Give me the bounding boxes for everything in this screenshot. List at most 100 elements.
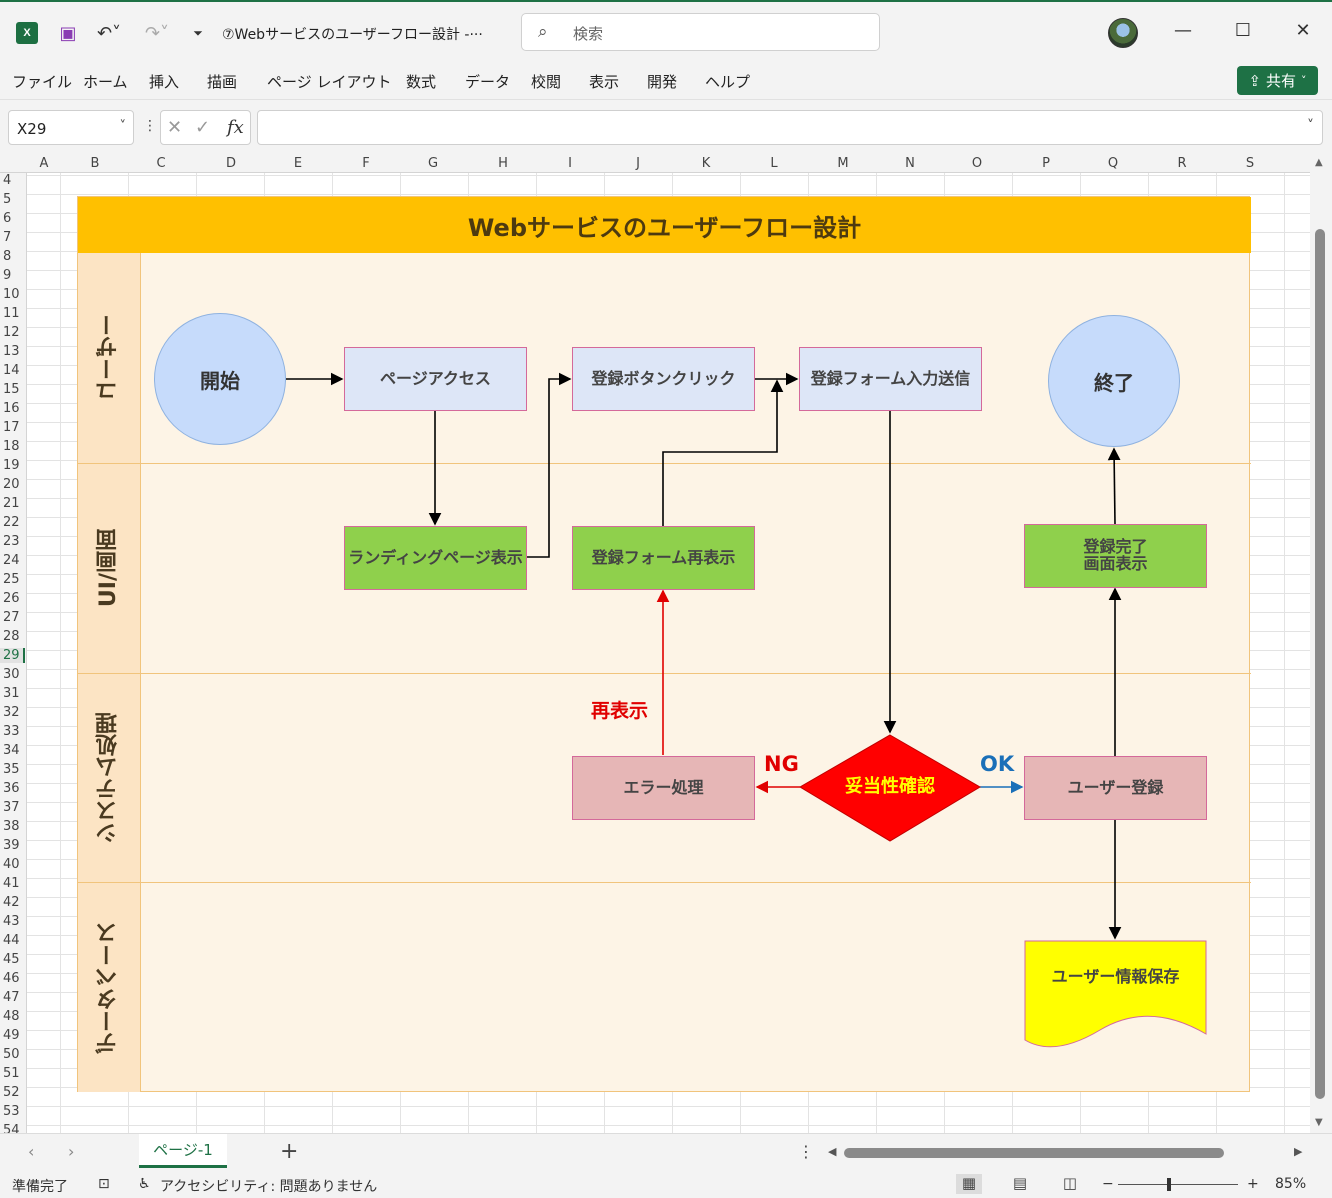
row-header[interactable]: 44 [3, 933, 20, 948]
row-header[interactable]: 53 [3, 1104, 20, 1119]
lane-label-ui[interactable]: UI/画面 [78, 464, 141, 673]
node-user-register[interactable]: ユーザー登録 [1024, 756, 1207, 820]
column-header[interactable]: L [770, 156, 778, 171]
row-header[interactable]: 50 [3, 1047, 20, 1062]
row-header[interactable]: 4 [3, 173, 12, 188]
scroll-down-icon[interactable]: ▼ [1315, 1117, 1323, 1128]
share-button[interactable]: ⇪ 共有 ˅ [1237, 66, 1318, 95]
row-header[interactable]: 12 [3, 325, 20, 340]
row-header[interactable]: 38 [3, 819, 20, 834]
label-ok[interactable]: OK [980, 752, 1015, 776]
row-header[interactable]: 42 [3, 895, 20, 910]
column-header[interactable]: H [498, 156, 508, 171]
row-header[interactable]: 8 [3, 249, 12, 264]
scroll-up-icon[interactable]: ▲ [1315, 157, 1323, 168]
row-header[interactable]: 23 [3, 534, 20, 549]
customize-toolbar-icon[interactable]: ⏷ [193, 25, 203, 40]
close-icon[interactable]: ✕ [1295, 20, 1311, 41]
node-registration-done[interactable]: 登録完了 画面表示 [1024, 524, 1207, 588]
label-ng[interactable]: NG [764, 752, 799, 776]
row-header[interactable]: 14 [3, 363, 20, 378]
column-header[interactable]: N [905, 156, 915, 171]
row-header[interactable]: 51 [3, 1066, 20, 1081]
add-sheet-button[interactable]: + [280, 1139, 299, 1164]
row-header[interactable]: 20 [3, 477, 20, 492]
column-header[interactable]: G [427, 156, 439, 171]
row-header[interactable]: 22 [3, 515, 20, 530]
formula-input[interactable]: ˅ [257, 110, 1323, 145]
next-sheet-icon[interactable]: › [68, 1142, 75, 1161]
row-header[interactable]: 46 [3, 971, 20, 986]
menu-formulas[interactable]: 数式 [406, 73, 437, 91]
row-header[interactable]: 26 [3, 591, 20, 606]
node-error[interactable]: エラー処理 [572, 756, 755, 820]
column-header[interactable]: P [1042, 156, 1050, 171]
accessibility-icon[interactable]: ♿ [138, 1176, 151, 1192]
zoom-out-button[interactable]: − [1102, 1176, 1114, 1192]
row-header[interactable]: 18 [3, 439, 20, 454]
menu-draw[interactable]: 描画 [207, 73, 238, 91]
row-header[interactable]: 52 [3, 1085, 20, 1100]
row-header[interactable]: 19 [3, 458, 20, 473]
node-register-click[interactable]: 登録ボタンクリック [572, 347, 755, 411]
name-box[interactable]: X29 ˅ [8, 110, 134, 145]
undo-icon[interactable]: ↶˅ [96, 22, 122, 44]
normal-view-icon[interactable]: ▦ [956, 1174, 982, 1194]
search-box[interactable]: ⌕ 検索 [521, 13, 880, 51]
zoom-slider-thumb[interactable] [1167, 1178, 1171, 1191]
menu-view[interactable]: 表示 [589, 73, 620, 91]
column-header[interactable]: C [156, 156, 166, 171]
node-form-submit[interactable]: 登録フォーム入力送信 [799, 347, 982, 411]
column-header[interactable]: M [837, 156, 849, 171]
row-header[interactable]: 32 [3, 705, 20, 720]
column-header[interactable]: J [636, 156, 640, 171]
menu-review[interactable]: 校閲 [531, 73, 562, 91]
scroll-thumb[interactable] [1315, 229, 1325, 1099]
function-icon[interactable]: fx [227, 117, 244, 138]
row-header[interactable]: 27 [3, 610, 20, 625]
column-header[interactable]: K [701, 156, 711, 171]
column-header[interactable]: B [90, 156, 100, 171]
row-header[interactable]: 47 [3, 990, 20, 1005]
row-header[interactable]: 6 [3, 211, 12, 226]
menu-file[interactable]: ファイル [12, 73, 73, 91]
row-header[interactable]: 29 [0, 648, 25, 663]
row-header[interactable]: 15 [3, 382, 20, 397]
label-redisplay[interactable]: 再表示 [591, 700, 649, 722]
column-header[interactable]: A [39, 156, 49, 171]
row-header[interactable]: 21 [3, 496, 20, 511]
menu-developer[interactable]: 開発 [647, 73, 678, 91]
row-header[interactable]: 10 [3, 287, 20, 302]
row-header[interactable]: 45 [3, 952, 20, 967]
redo-icon[interactable]: ↷˅ [144, 22, 170, 44]
cancel-icon[interactable]: ✕ [167, 117, 183, 138]
maximize-icon[interactable]: ☐ [1234, 20, 1252, 41]
row-header[interactable]: 35 [3, 762, 20, 777]
zoom-in-button[interactable]: + [1247, 1176, 1259, 1192]
row-header[interactable]: 43 [3, 914, 20, 929]
zoom-level[interactable]: 85% [1275, 1176, 1307, 1192]
menu-page-layout[interactable]: ページ レイアウト [267, 73, 392, 91]
chevron-down-icon[interactable]: ˅ [119, 119, 127, 134]
macro-record-icon[interactable]: ⊡ [98, 1176, 110, 1192]
row-header[interactable]: 5 [3, 192, 12, 207]
lane-label-user[interactable]: ユーザー [78, 253, 141, 463]
row-header[interactable]: 54 [3, 1123, 20, 1133]
node-end[interactable]: 終了 [1048, 315, 1180, 447]
row-header[interactable]: 34 [3, 743, 20, 758]
lane-label-system[interactable]: システム処理 [78, 674, 141, 882]
column-header[interactable]: R [1177, 156, 1187, 171]
row-header[interactable]: 48 [3, 1009, 20, 1024]
row-header[interactable]: 41 [3, 876, 20, 891]
column-header[interactable]: I [568, 156, 572, 171]
row-header[interactable]: 31 [3, 686, 20, 701]
row-header[interactable]: 37 [3, 800, 20, 815]
scroll-left-icon[interactable]: ◀ [828, 1145, 837, 1158]
node-page-access[interactable]: ページアクセス [344, 347, 527, 411]
column-header[interactable]: O [971, 156, 983, 171]
column-header[interactable]: D [225, 156, 236, 171]
vertical-scrollbar[interactable]: ▲ ▼ [1310, 153, 1332, 1133]
row-header[interactable]: 30 [3, 667, 20, 682]
page-break-view-icon[interactable]: ◫ [1062, 1174, 1078, 1192]
diagram-title[interactable]: Webサービスのユーザーフロー設計 [78, 197, 1251, 253]
